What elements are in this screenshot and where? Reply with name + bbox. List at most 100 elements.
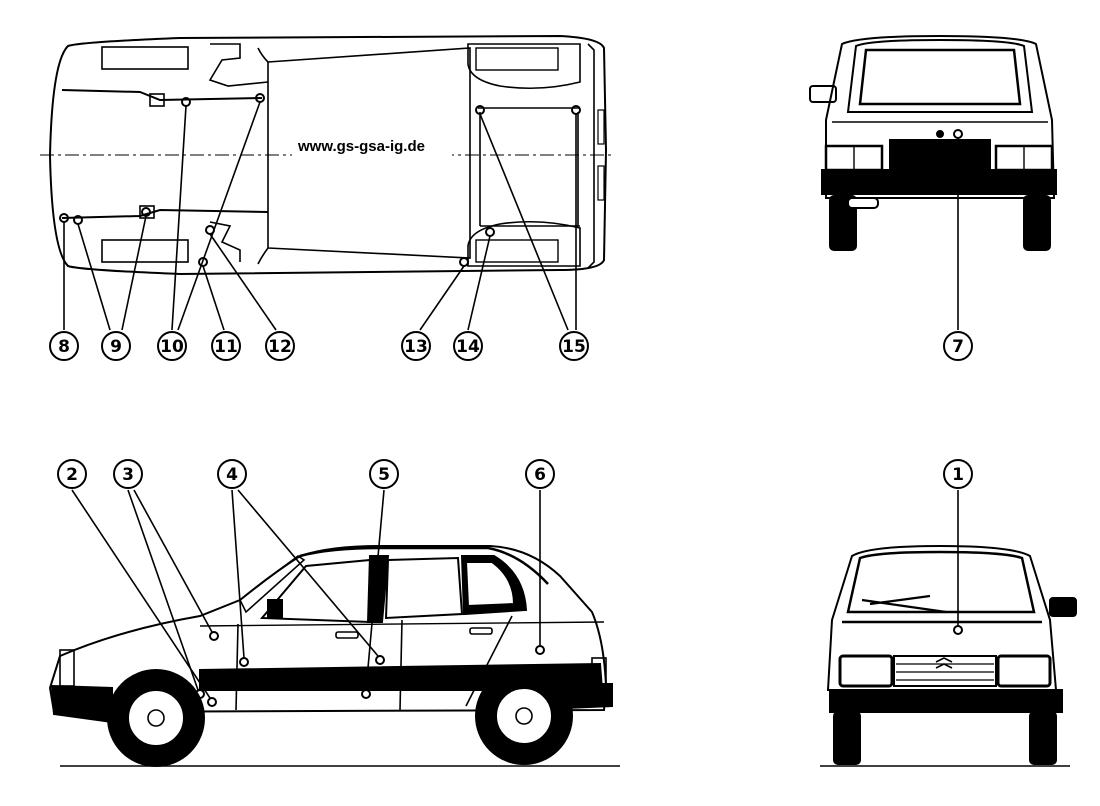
front-windshield [846,550,1036,614]
rear-window-frame [846,38,1034,113]
callout-10: 10 [157,331,187,361]
callout-5: 5 [369,459,399,489]
side-rear-wheel-hub [495,687,553,745]
leader-5 [365,489,385,691]
rear-left-wheel-pad [475,47,559,71]
leader-3b [133,489,213,633]
exhaust-pipe [847,197,879,209]
callout-14: 14 [453,331,483,361]
front-right-headlight [996,654,1052,688]
rear-mirror [809,85,837,103]
leader-9a [77,223,111,331]
callout-6: 6 [525,459,555,489]
side-rear-bumper [565,683,613,710]
side-rear-light [591,657,607,685]
floor-pan-curve [257,47,269,265]
leader-15a [479,113,569,331]
rear-lock-dot [936,130,944,138]
rear-view [809,34,1057,330]
callout-4: 4 [217,459,247,489]
rear-left-tyre [829,195,857,251]
rear-panel-slot-lower [597,165,605,201]
front-chevron-logo [935,657,953,669]
callout-5-label: 5 [378,465,390,485]
leader-13 [419,265,465,331]
callout-8: 8 [49,331,79,361]
rear-body [825,34,1056,199]
underbody-outline [48,34,608,276]
side-roof-line [299,546,549,585]
callout-8-label: 8 [58,337,70,357]
front-left-clamp [149,93,165,107]
side-front-wheel-hub [127,689,185,747]
leader-4b [237,489,379,657]
front-left-tyre [833,711,861,765]
side-front-bumper [50,684,113,724]
side-door-line-front [235,623,239,711]
rear-plate-recess [889,139,991,171]
watermark-backdrop [292,134,452,156]
front-wiper [861,594,947,614]
side-mirror [267,599,283,619]
callout-12: 12 [265,331,295,361]
jack-point-14 [485,227,495,237]
callout-13-label: 13 [404,337,428,357]
rear-point-7 [953,129,963,139]
callout-1-label: 1 [952,465,964,485]
leader-12 [209,233,277,331]
side-point-3a [195,689,205,699]
front-view [820,490,1077,767]
callout-11: 11 [211,331,241,361]
side-rear-window [384,556,464,620]
rear-body-edge [587,43,595,269]
rear-panel-slot-upper [597,109,605,145]
front-mirror [1049,597,1077,617]
callout-11-label: 11 [214,337,238,357]
side-rear-door-handle [469,627,493,635]
leader-9b [121,215,147,331]
side-body-outline [48,545,608,714]
callout-14-label: 14 [456,337,480,357]
callout-7: 7 [943,331,973,361]
callout-10-label: 10 [160,337,184,357]
front-body [826,544,1058,691]
leader-3a [127,489,199,691]
front-right-wheel-pad [101,239,189,263]
callout-15: 15 [559,331,589,361]
jack-point-13 [459,257,469,267]
watermark-text: www.gs-gsa-ig.de [297,138,425,155]
front-point-1 [953,625,963,635]
leader-4a [231,489,245,659]
front-left-headlight [838,654,894,688]
callout-9-label: 9 [110,337,122,357]
rear-bumper [821,169,1057,195]
front-grille [893,655,997,687]
engine-cradle-lower [209,221,241,262]
callout-1: 1 [943,459,973,489]
leader-10b [177,101,261,331]
callout-6-label: 6 [534,465,546,485]
side-grille-front [59,649,75,687]
callout-2: 2 [57,459,87,489]
rear-right-wheel-pad [475,239,559,263]
leader-14 [467,235,491,331]
leader-2 [71,489,211,699]
side-door-line-middle [399,619,403,711]
callout-15-label: 15 [562,337,586,357]
front-right-arm [61,208,269,219]
side-view [48,489,620,767]
front-left-wheel-pad [101,46,189,70]
side-point-5 [361,689,371,699]
side-quarter-glass [464,561,516,608]
callout-3-label: 3 [122,465,134,485]
side-b-pillar [366,555,390,623]
side-point-4b [375,655,385,665]
front-right-clamp [139,205,155,219]
rear-crossmember [478,107,580,227]
side-door-line-rear [465,615,513,707]
side-point-6 [535,645,545,655]
leader-10a [171,105,187,331]
callout-9: 9 [101,331,131,361]
